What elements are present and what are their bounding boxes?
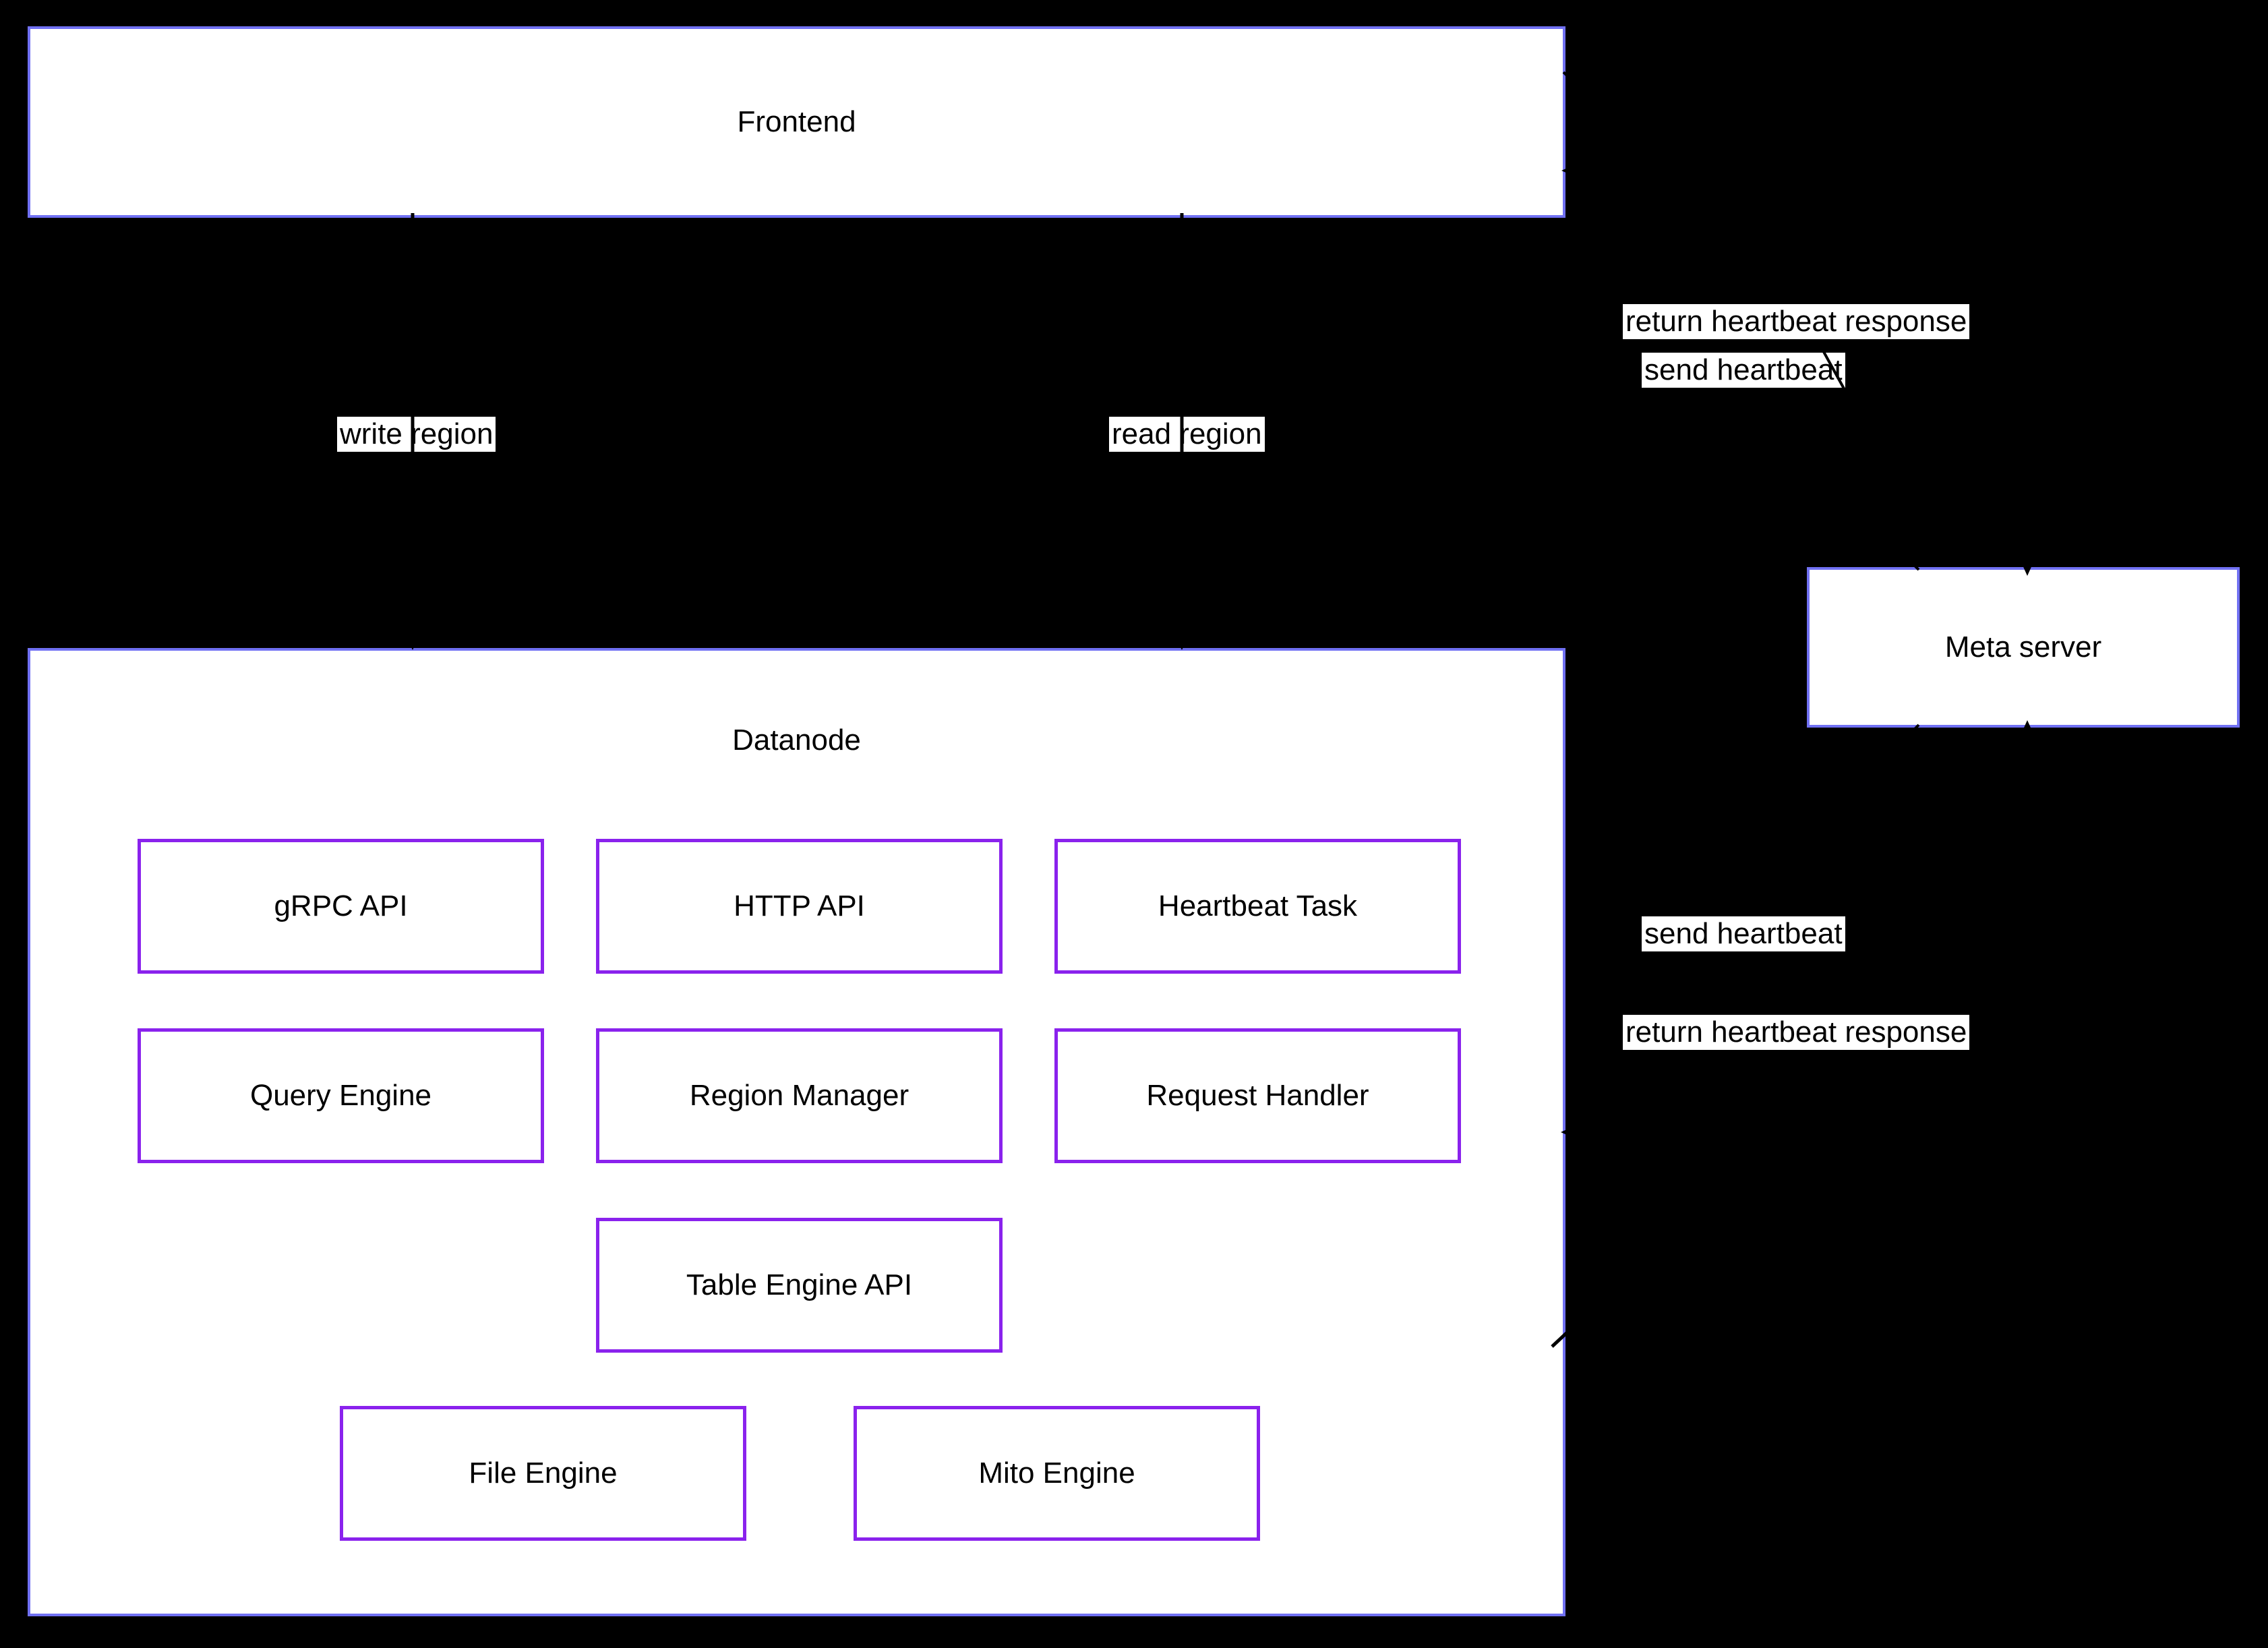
frontend-node: Frontend: [28, 26, 1565, 218]
file-engine-node: File Engine: [340, 1406, 746, 1541]
heartbeat-task-label: Heartbeat Task: [1158, 889, 1358, 922]
edge-label-frontend-send-heartbeat: send heartbeat: [1642, 353, 1845, 388]
heartbeat-task-node: Heartbeat Task: [1054, 839, 1461, 974]
table-engine-api-label: Table Engine API: [686, 1268, 913, 1301]
datanode-title: Datanode: [732, 724, 861, 757]
request-handler-node: Request Handler: [1054, 1028, 1461, 1163]
http-api-node: HTTP API: [596, 839, 1003, 974]
query-engine-label: Query Engine: [249, 1079, 432, 1112]
mito-engine-node: Mito Engine: [854, 1406, 1260, 1541]
grpc-api-label: gRPC API: [274, 889, 408, 922]
frontend-label: Frontend: [737, 105, 856, 138]
edge-label-read-region: read region: [1109, 417, 1265, 452]
region-manager-node: Region Manager: [596, 1028, 1003, 1163]
edge-label-datanode-send-heartbeat: send heartbeat: [1642, 916, 1845, 951]
edge-label-write-region: write region: [337, 417, 496, 452]
meta-server-label: Meta server: [1944, 630, 2102, 664]
mito-engine-label: Mito Engine: [978, 1456, 1135, 1490]
region-manager-label: Region Manager: [689, 1079, 909, 1112]
http-api-label: HTTP API: [734, 889, 865, 922]
edge-label-datanode-return-heartbeat: return heartbeat response: [1623, 1015, 1970, 1050]
table-engine-api-node: Table Engine API: [596, 1218, 1003, 1353]
edge-label-frontend-return-heartbeat: return heartbeat response: [1623, 304, 1970, 339]
meta-server-node: Meta server: [1807, 567, 2240, 728]
file-engine-label: File Engine: [469, 1456, 618, 1490]
datanode-cluster: Datanode gRPC API HTTP API Heartbeat Tas…: [28, 648, 1565, 1616]
query-engine-node: Query Engine: [138, 1028, 544, 1163]
request-handler-label: Request Handler: [1146, 1079, 1369, 1112]
grpc-api-node: gRPC API: [138, 839, 544, 974]
